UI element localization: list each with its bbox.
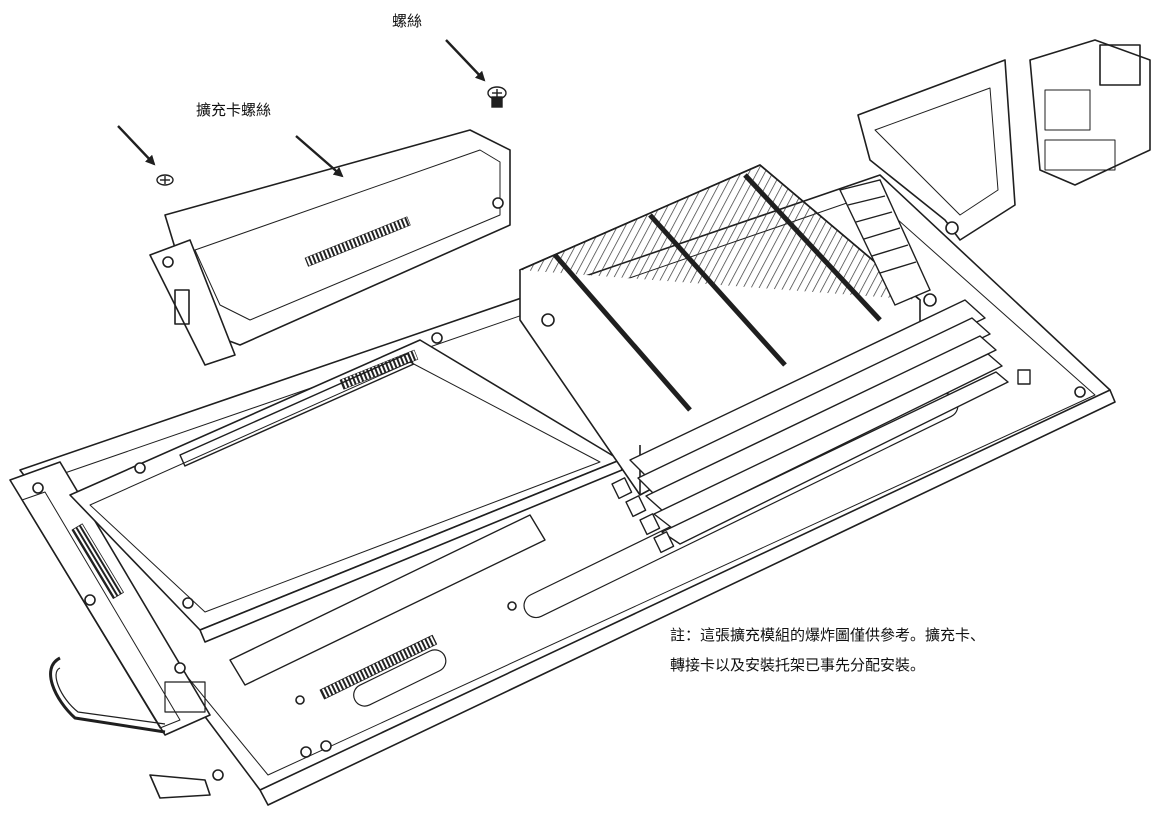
note-line-2: 轉接卡以及安裝托架已事先分配安裝。 xyxy=(670,656,926,674)
screw-label: 螺絲 xyxy=(392,12,423,30)
vrm-heatsink xyxy=(838,179,931,306)
front-bracket xyxy=(9,461,224,799)
riser-connectors xyxy=(179,352,546,700)
screw-top xyxy=(487,86,507,108)
rear-connector-housing xyxy=(857,39,1151,241)
cpu-heatsink xyxy=(519,164,937,496)
card-screw-label: 擴充卡螺絲 xyxy=(196,101,272,119)
assembly-note: 註：這張擴充模組的爆炸圖僅供參考。擴充卡、 轉接卡以及安裝托架已事先分配安裝。 xyxy=(670,620,1120,680)
callout-arrows xyxy=(117,39,486,178)
note-line-1: 註：這張擴充模組的爆炸圖僅供參考。擴充卡、 xyxy=(670,626,986,644)
memory-modules xyxy=(611,299,1031,554)
riser-card-assembly xyxy=(149,129,511,366)
screw-riser xyxy=(156,174,174,186)
